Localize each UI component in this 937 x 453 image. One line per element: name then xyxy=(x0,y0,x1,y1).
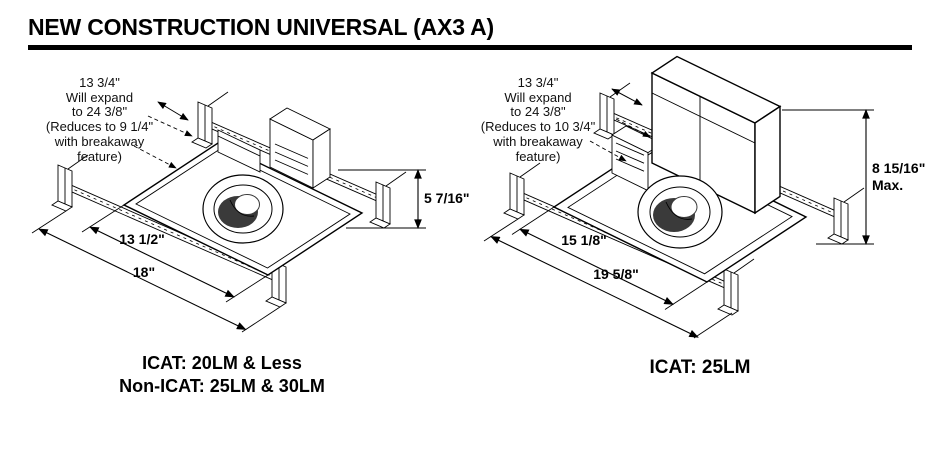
nailer-bracket-back-left xyxy=(593,82,631,140)
left-expand-note: 13 3/4" Will expand to 24 3/8" (Reduces … xyxy=(32,75,167,164)
right-fixture-drawing: 8 15/16" Max. 15 1/8" 19 5/8" xyxy=(483,55,925,339)
note-line: to 24 3/8" xyxy=(510,104,566,120)
dim-outer-width-label: 18" xyxy=(133,264,155,280)
dim-inner-width-label: 13 1/2" xyxy=(119,231,165,247)
right-caption: ICAT: 25LM xyxy=(560,356,840,380)
title-underline xyxy=(28,45,912,50)
dim-height-qualifier: Max. xyxy=(872,177,903,193)
left-caption: ICAT: 20LM & Less Non-ICAT: 25LM & 30LM xyxy=(62,352,382,398)
junction-box xyxy=(611,125,663,192)
note-line: to 24 3/8" xyxy=(71,104,128,120)
note-line: (Reduces to 9 1/4" xyxy=(45,119,154,135)
nailer-bracket-back-left xyxy=(191,91,229,149)
dimension-outer-width: 19 5/8" xyxy=(483,218,733,339)
note-line: with breakaway xyxy=(54,133,145,149)
note-line: 13 3/4" xyxy=(79,75,120,90)
dimension-outer-width: 18" xyxy=(31,210,281,333)
note-line: with breakaway xyxy=(493,133,583,149)
left-fixture-drawing: 5 7/16" 13 1/2" 18" xyxy=(31,91,470,333)
driver-box xyxy=(217,129,261,173)
expansion-leaders xyxy=(133,101,193,169)
dim-inner-width-label: 15 1/8" xyxy=(561,232,607,248)
nailer-bracket-front-left xyxy=(503,162,541,220)
right-expand-note: 13 3/4" Will expand to 24 3/8" (Reduces … xyxy=(467,75,609,164)
right-caption-line1: ICAT: 25LM xyxy=(649,357,751,378)
dim-height-label: 8 15/16" xyxy=(872,160,925,176)
left-caption-line2: Non-ICAT: 25LM & 30LM xyxy=(119,376,325,397)
expansion-leaders xyxy=(589,88,651,162)
dim-outer-width-label: 19 5/8" xyxy=(593,266,639,282)
junction-box xyxy=(269,107,331,189)
note-line: (Reduces to 10 3/4" xyxy=(480,119,596,135)
dimension-height: 8 15/16" Max. xyxy=(782,109,925,245)
note-line: 13 3/4" xyxy=(517,75,559,90)
left-caption-line1: ICAT: 20LM & Less xyxy=(142,353,302,373)
aperture xyxy=(202,174,284,244)
dimension-height: 5 7/16" xyxy=(338,169,470,229)
aperture xyxy=(637,175,723,249)
note-line: Will expand xyxy=(65,89,134,105)
note-line: feature) xyxy=(77,148,122,164)
note-line: feature) xyxy=(515,148,561,164)
note-line: Will expand xyxy=(504,89,572,105)
nailer-bracket-front-right xyxy=(717,258,755,316)
dim-height-label: 5 7/16" xyxy=(424,190,470,206)
tall-housing xyxy=(650,55,782,215)
nailer-bracket-back-right xyxy=(827,187,865,245)
page-title: NEW CONSTRUCTION UNIVERSAL (AX3 A) xyxy=(28,14,494,40)
